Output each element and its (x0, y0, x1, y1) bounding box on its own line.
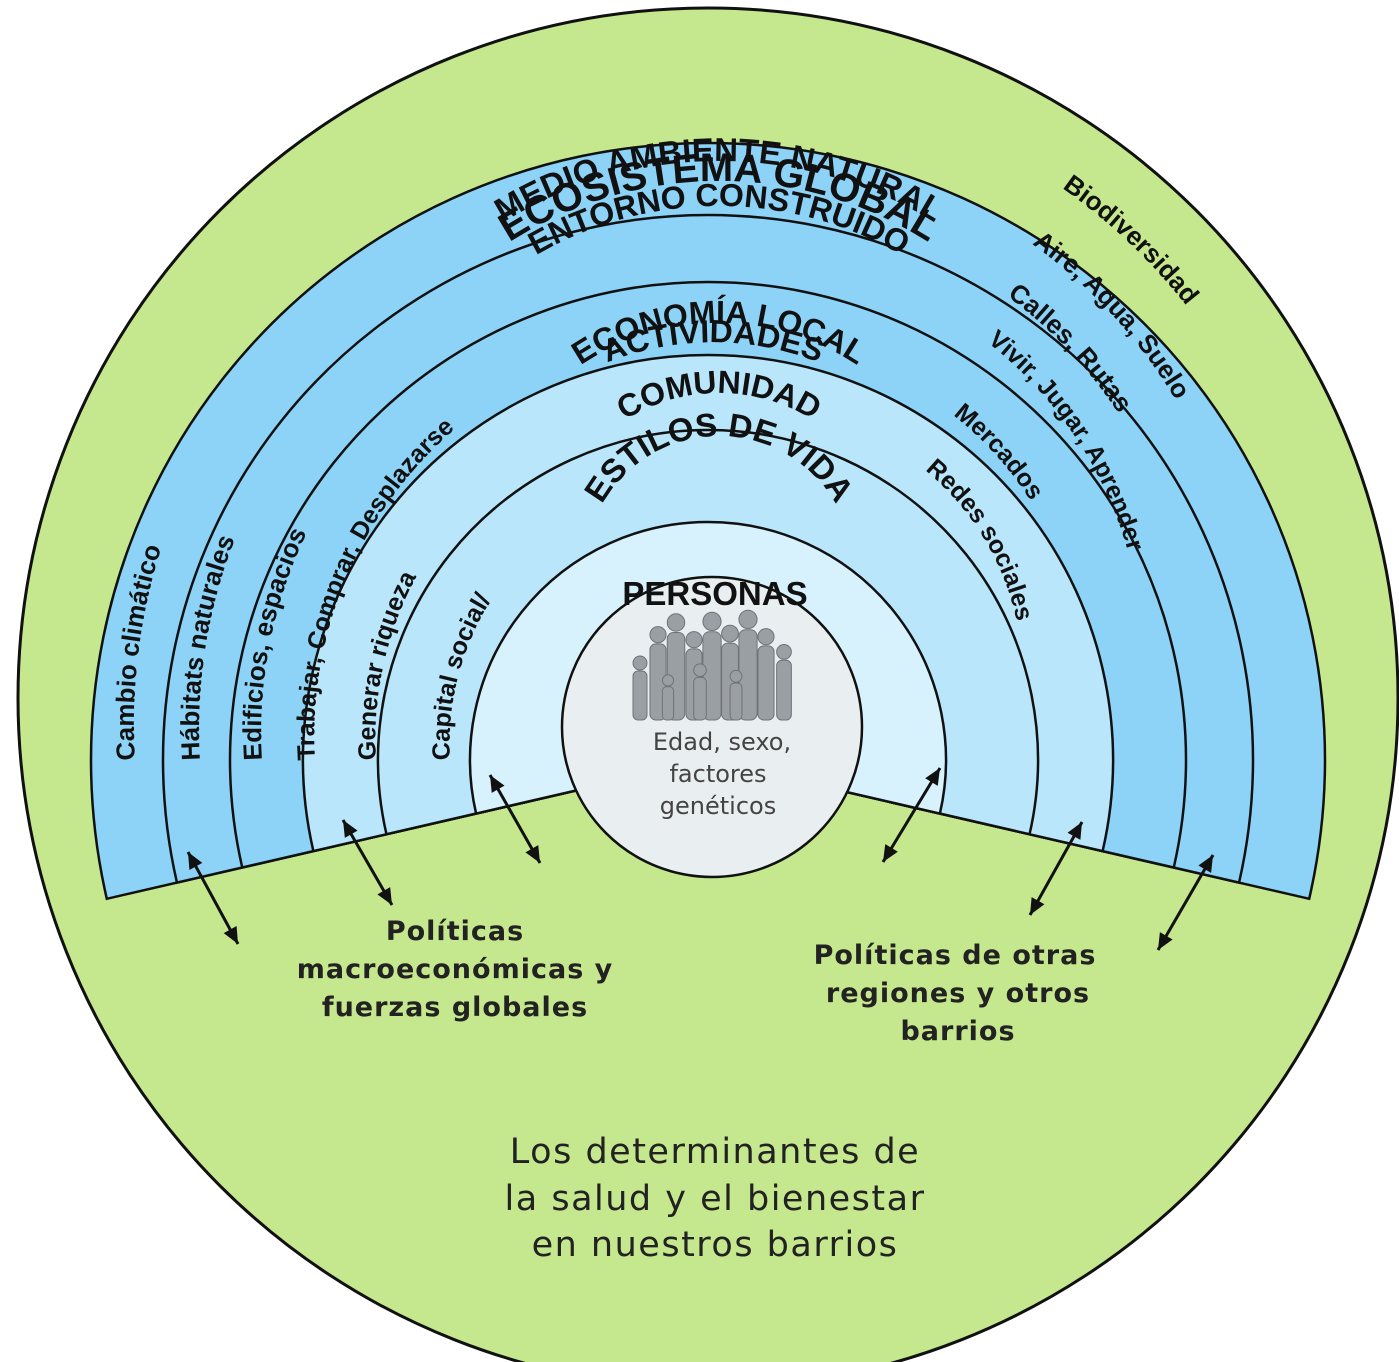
policy-left-line-1: Políticas (386, 916, 524, 947)
person-figure (757, 628, 775, 721)
person-figure (661, 674, 675, 721)
people-factors-line-3: genéticos (660, 792, 776, 820)
people-title: PERSONAS (622, 575, 807, 612)
policy-right-line-3: barrios (900, 1016, 1015, 1047)
person-figure (632, 655, 648, 721)
double-arrow-icon (1028, 821, 1084, 916)
person-figure (738, 609, 758, 721)
people-factors-line-2: factores (669, 760, 766, 788)
policy-left-line-3: fuerzas globales (322, 992, 588, 1023)
person-figure (693, 663, 707, 721)
double-arrow-icon (488, 774, 542, 864)
policy-right-line-2: regiones y otros (826, 978, 1090, 1009)
caption-line-2: la salud y el bienestar (505, 1179, 926, 1219)
policy-left-line-2: macroeconómicas y (297, 954, 614, 985)
person-figure (729, 669, 743, 721)
people-factors-line-1: Edad, sexo, (653, 728, 791, 756)
policy-right-line-1: Políticas de otras (814, 940, 1097, 971)
interaction-arrows (186, 767, 1215, 951)
people-group-icon (632, 609, 792, 721)
caption-line-3: en nuestros barrios (532, 1225, 899, 1265)
double-arrow-icon (341, 819, 394, 906)
double-arrow-icon (881, 767, 942, 863)
double-arrow-icon (1156, 854, 1215, 951)
person-figure (776, 644, 792, 721)
double-arrow-icon (186, 851, 240, 945)
caption-line-1: Los determinantes de (510, 1132, 920, 1172)
